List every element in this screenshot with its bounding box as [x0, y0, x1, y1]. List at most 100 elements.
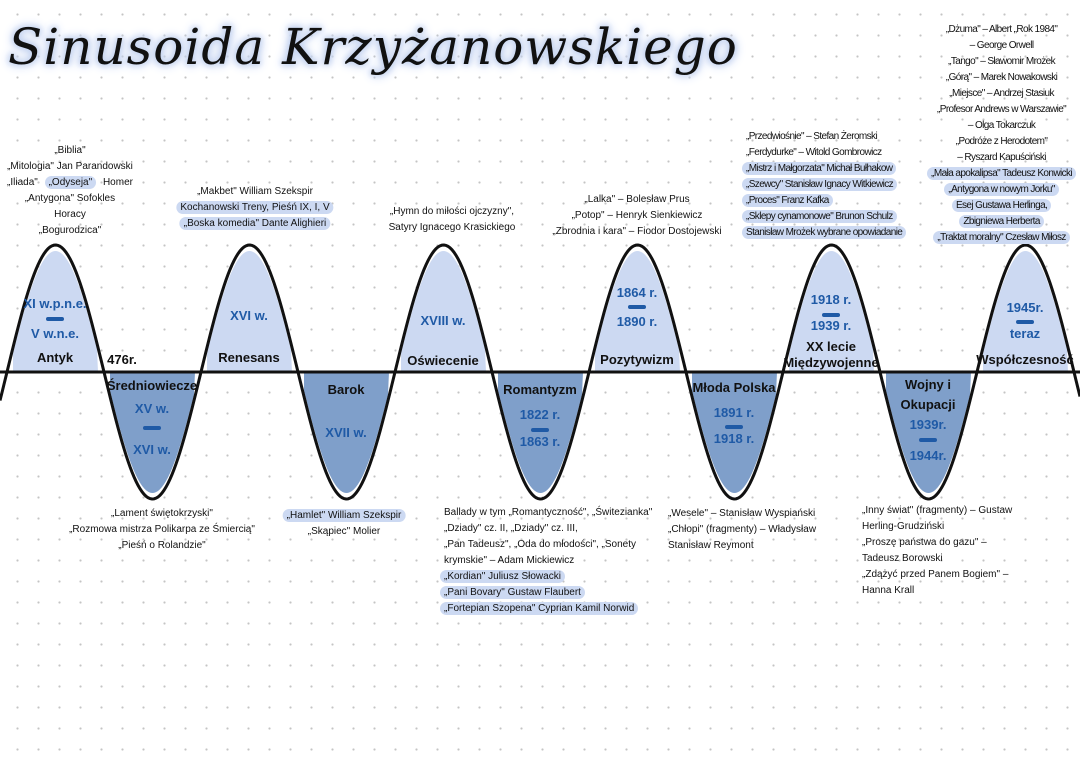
work-text: „Miejsce" – Andrzej Stasiuk: [949, 88, 1054, 99]
work-entry: „Kordian" Juliusz Słowacki: [440, 569, 656, 585]
work-entry: krymskie" – Adam Mickiewicz: [440, 553, 656, 569]
work-entry: „Makbet" William Szekspir: [176, 184, 333, 200]
lower-lobe-fill: [110, 372, 195, 493]
work-entry: Kochanowski Treny, Pieśń IX, I, V: [176, 200, 334, 216]
work-entry: „Inny świat" (fragmenty) – Gustaw: [858, 503, 1016, 519]
work-entry: „Bogurodzica": [3, 223, 137, 239]
work-text: „Inny świat" (fragmenty) – Gustaw: [862, 505, 1013, 516]
works-list: „Hamlet" William Szekspir „Skąpiec" Molie…: [282, 508, 406, 540]
epoch-end-date: 1944r.: [909, 448, 947, 463]
epoch-name: Współczesność: [976, 352, 1074, 367]
work-entry: „Profesor Andrews w Warszawie": [927, 102, 1076, 118]
work-text: „Proszę państwa do gazu" –: [862, 537, 987, 548]
work-entry: „Fortepian Szopena" Cyprian Kamil Norwid: [440, 601, 656, 617]
epoch-date: XVI w.: [230, 308, 268, 323]
epoch-name: Antyk: [36, 350, 74, 365]
epoch-name: Oświecenie: [407, 353, 479, 368]
work-entry: – Olga Tokarczuk: [927, 118, 1076, 134]
work-text: „Dziady" cz. II, „Dziady" cz. III,: [444, 523, 578, 534]
work-entry: „Pieśń o Rolandzie": [65, 538, 259, 554]
work-entry: „Chłopi" (fragmenty) – Władysław: [664, 522, 820, 538]
epoch-end-date: XVI w.: [133, 442, 171, 457]
date-range-dash: [628, 305, 646, 309]
work-entry: – George Orwell: [927, 38, 1076, 54]
epoch-name: Międzywojenne: [783, 355, 879, 370]
work-text: „Pan Tadeusz", „Oda do młodości", „Sonet…: [444, 539, 637, 550]
epoch-name: XX lecie: [806, 339, 856, 354]
work-entry: „Podróże z Herodotem": [927, 134, 1076, 150]
epoch-name: Okupacji: [900, 397, 956, 412]
epoch-start-date: 1918 r.: [810, 292, 852, 307]
highlighted-work-text: Stanisław Mrożek wybrane opowiadanie: [742, 226, 907, 239]
lower-lobe-fill: [692, 372, 777, 493]
work-text: – Olga Tokarczuk: [967, 120, 1036, 131]
epoch-end-date: 1890 r.: [616, 314, 658, 329]
work-entry: „Dziady" cz. II, „Dziady" cz. III,: [440, 521, 656, 537]
work-entry: „Proces" Franz Kafka: [742, 193, 906, 209]
work-text: Herling-Grudziński: [862, 521, 945, 532]
work-text: „Wesele" – Stanisław Wyspiański: [668, 508, 816, 519]
work-entry: „Boska komedia" Dante Alighieri: [176, 216, 333, 232]
work-text: „Makbet" William Szekspir: [197, 186, 313, 197]
highlighted-work-text: „Antygona w nowym Jorku": [944, 183, 1059, 196]
works-list: „Lament świętokrzyski"„Rozmowa mistrza P…: [65, 506, 259, 554]
work-text: „Bogurodzica": [38, 225, 102, 236]
highlighted-work-text: „Proces" Franz Kafka: [742, 194, 833, 207]
epoch-name: Średniowiecze: [106, 378, 198, 393]
highlighted-work-text: „Traktat moralny" Czesław Miłosz: [933, 231, 1070, 244]
work-text: – Ryszard Kapuściński: [957, 152, 1046, 163]
work-text: krymskie" – Adam Mickiewicz: [444, 555, 575, 566]
work-entry: „Mała apokalipsa" Tadeusz Konwicki: [927, 166, 1076, 182]
work-text: „Chłopi" (fragmenty) – Władysław: [668, 524, 817, 535]
works-list: „Wesele" – Stanisław Wyspiański „Chłopi" …: [664, 506, 820, 554]
epoch-start-date: XV w.: [134, 401, 170, 416]
work-entry: Esej Gustawa Herlinga,: [927, 198, 1076, 214]
work-text: – George Orwell: [969, 40, 1034, 51]
work-text: „Potop" – Henryk Sienkiewicz: [571, 210, 703, 221]
works-list: Ballady w tym „Romantyczność", „Świtezia…: [440, 505, 656, 617]
work-text: „Antygona" Sofokles: [24, 193, 116, 204]
sine-curve: [0, 243, 1080, 501]
work-text: „Hymn do miłości ojczyzny",: [389, 206, 515, 217]
highlighted-work-text: „Kordian" Juliusz Słowacki: [440, 570, 565, 583]
work-text: „Podróże z Herodotem": [955, 136, 1048, 147]
work-text: „Tango" – Sławomir Mrożek: [948, 56, 1056, 67]
work-entry: „Wesele" – Stanisław Wyspiański: [664, 506, 820, 522]
date-range-dash: [1016, 320, 1034, 324]
work-entry: „Proszę państwa do gazu" –: [858, 535, 1016, 551]
work-text: Ballady w tym „Romantyczność", „Świtezia…: [444, 507, 653, 518]
work-text: Horacy: [54, 209, 86, 220]
highlighted-work-text: Zbigniewa Herberta: [959, 215, 1044, 228]
work-text: „Przedwiośnie" – Stefan Żeromski: [746, 131, 878, 142]
work-entry: „Pani Bovary" Gustaw Flaubert: [440, 585, 656, 601]
work-text: Stanisław Reymont: [668, 540, 754, 551]
work-entry: „Iliada" „Odyseja" Homer: [3, 175, 137, 191]
epoch-end-date: teraz: [1009, 326, 1041, 341]
work-text: „Zdążyć przed Panem Bogiem" –: [862, 569, 1009, 580]
work-entry: „Ferdydurke" – Witold Gombrowicz: [742, 145, 906, 161]
work-entry: „Traktat moralny" Czesław Miłosz: [927, 230, 1076, 246]
epoch-name: Romantyzm: [503, 382, 577, 397]
upper-lobe-fill: [595, 251, 680, 372]
works-list: „Przedwiośnie" – Stefan Żeromski „Ferdydu…: [742, 129, 907, 241]
year-476-marker: 476r.: [107, 352, 137, 367]
work-entry: „Mitologia" Jan Parandowski: [3, 159, 137, 175]
work-text: „Profesor Andrews w Warszawie": [937, 104, 1067, 115]
epoch-start-date: 1864 r.: [616, 285, 658, 300]
epoch-end-date: 1863 r.: [519, 434, 561, 449]
highlighted-work-text: Esej Gustawa Herlinga,: [951, 199, 1052, 212]
highlighted-work-text: „Mała apokalipsa" Tadeusz Konwicki: [927, 167, 1076, 180]
work-text: „Lalka" – Bolesław Prus: [584, 194, 690, 205]
upper-lobe-fill: [207, 251, 292, 372]
epoch-start-date: 1945r.: [1006, 300, 1044, 315]
work-entry: „Antygona w nowym Jorku": [927, 182, 1076, 198]
epoch-name: Młoda Polska: [692, 380, 776, 395]
work-text: „Skąpiec" Molier: [307, 526, 381, 537]
highlighted-work-text: „Hamlet" William Szekspir: [282, 509, 406, 522]
work-entry: – Ryszard Kapuściński: [927, 150, 1076, 166]
epoch-start-date: 1822 r.: [519, 407, 561, 422]
work-text: Hanna Krall: [862, 585, 915, 596]
epoch-name: Barok: [327, 382, 365, 397]
